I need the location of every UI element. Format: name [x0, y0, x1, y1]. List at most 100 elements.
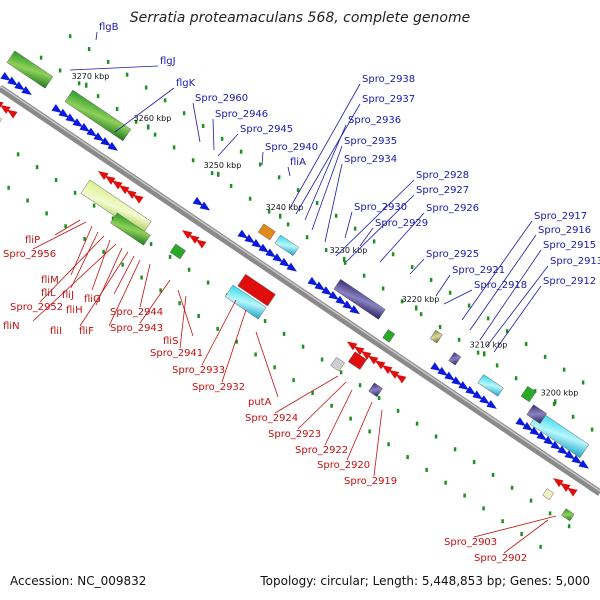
scale-dot [197, 314, 200, 319]
scale-dot [463, 493, 466, 498]
leader-line [79, 251, 129, 327]
gene-arrow-forward [51, 104, 62, 113]
scale-dot [305, 235, 309, 240]
scale-dot [102, 249, 105, 254]
gene-arrow-forward [335, 295, 346, 305]
leader-line [217, 133, 239, 157]
gene-label: Spro_2929 [375, 218, 428, 229]
scale-dot [191, 158, 195, 163]
leader-line [139, 279, 171, 324]
scale-tick [482, 351, 486, 357]
leader-line [345, 194, 415, 263]
gene-arrow-forward [342, 300, 353, 310]
gene-block [0, 111, 3, 128]
page-title: Serratia proteamaculans 568, complete ge… [129, 10, 471, 26]
gene-label: Spro_2928 [416, 170, 469, 181]
scale-dot [263, 319, 267, 324]
leader-line [493, 285, 542, 353]
leader-line [324, 389, 353, 446]
leader-line [379, 212, 425, 263]
scale-dot [68, 34, 72, 39]
scale-dot [77, 81, 81, 86]
gene-block [542, 488, 555, 501]
gene-label: flgB [99, 22, 119, 33]
gene-block [80, 179, 152, 235]
gene-arrow-forward [543, 436, 554, 446]
gene-arrow-reverse [188, 234, 200, 244]
gene-block [330, 356, 345, 372]
gene-arrow-reverse [567, 487, 578, 497]
scale-dot [444, 480, 447, 485]
scale-dot [372, 239, 376, 244]
scale-dot [349, 416, 352, 421]
scale-dot [277, 175, 281, 180]
gene-arrow-forward [58, 108, 69, 118]
leader-line [108, 259, 141, 327]
scale-dot [358, 383, 362, 388]
scale-dot [425, 467, 428, 472]
leader-line [304, 124, 347, 221]
gene-arrow-forward [100, 137, 111, 147]
gene-arrow-reverse [367, 355, 379, 365]
gene-arrow-forward [564, 450, 575, 460]
gene-arrow-forward [79, 122, 90, 132]
gene-arrow-forward [522, 421, 533, 431]
leader-line [461, 220, 533, 321]
genome-backbone [0, 85, 600, 496]
leader-line [486, 265, 549, 347]
scale-tick [84, 82, 88, 88]
scale-dot [400, 299, 404, 304]
leader-line [435, 274, 451, 297]
gene-block [448, 352, 462, 366]
leader-line [91, 239, 111, 291]
leader-line [473, 515, 557, 538]
gene-block [382, 329, 396, 343]
gene-arrow-forward [472, 390, 483, 400]
leader-line [54, 219, 81, 236]
scale-dot [96, 94, 100, 99]
gene-label: Spro_2933 [172, 365, 225, 376]
scale-dot [524, 342, 528, 347]
gene-arrow-forward [515, 417, 526, 427]
gene-label: Spro_2903 [444, 537, 497, 548]
gene-arrow-forward [107, 141, 118, 151]
gene-arrow-forward [349, 305, 360, 315]
gene-arrow-forward [536, 431, 547, 441]
scale-tick [414, 305, 418, 311]
scale-dot [387, 442, 390, 447]
gene-label: putA [248, 397, 272, 408]
gene-arrow-forward [251, 239, 262, 248]
gene-arrow-reverse [195, 239, 207, 249]
gene-features [0, 50, 590, 522]
scale-dot [73, 190, 77, 195]
gene-label: flgJ [160, 56, 176, 67]
scale-dot [159, 288, 162, 293]
scale-dot [144, 85, 148, 90]
leader-line [409, 258, 425, 275]
gene-arrow-reverse [381, 365, 393, 374]
gene-arrow-forward [65, 113, 76, 123]
scale-dot [216, 326, 219, 331]
gene-arrow-forward [272, 253, 283, 263]
gene-arrow-forward [321, 286, 332, 296]
leader-line [274, 375, 339, 414]
gene-arrow-forward [550, 440, 561, 450]
gene-arrow-reverse [353, 346, 365, 356]
scale-dot [362, 273, 366, 278]
scale-dot [149, 242, 153, 247]
gene-arrow-forward [7, 76, 18, 86]
gene-block [429, 329, 443, 344]
scale-dot [377, 395, 381, 400]
gene-label: fliG [84, 294, 101, 305]
scale-dot [206, 280, 210, 285]
gene-arrow-forward [93, 132, 104, 142]
gene-arrow-forward [557, 445, 568, 455]
gene-label: Spro_2943 [110, 323, 163, 334]
gene-label: Spro_2940 [265, 142, 318, 153]
gene-label: Spro_2917 [534, 211, 587, 222]
gene-label: flgK [176, 78, 196, 89]
label-leaders [32, 31, 557, 554]
scale-dot [172, 145, 176, 150]
scale-dot [543, 354, 547, 359]
